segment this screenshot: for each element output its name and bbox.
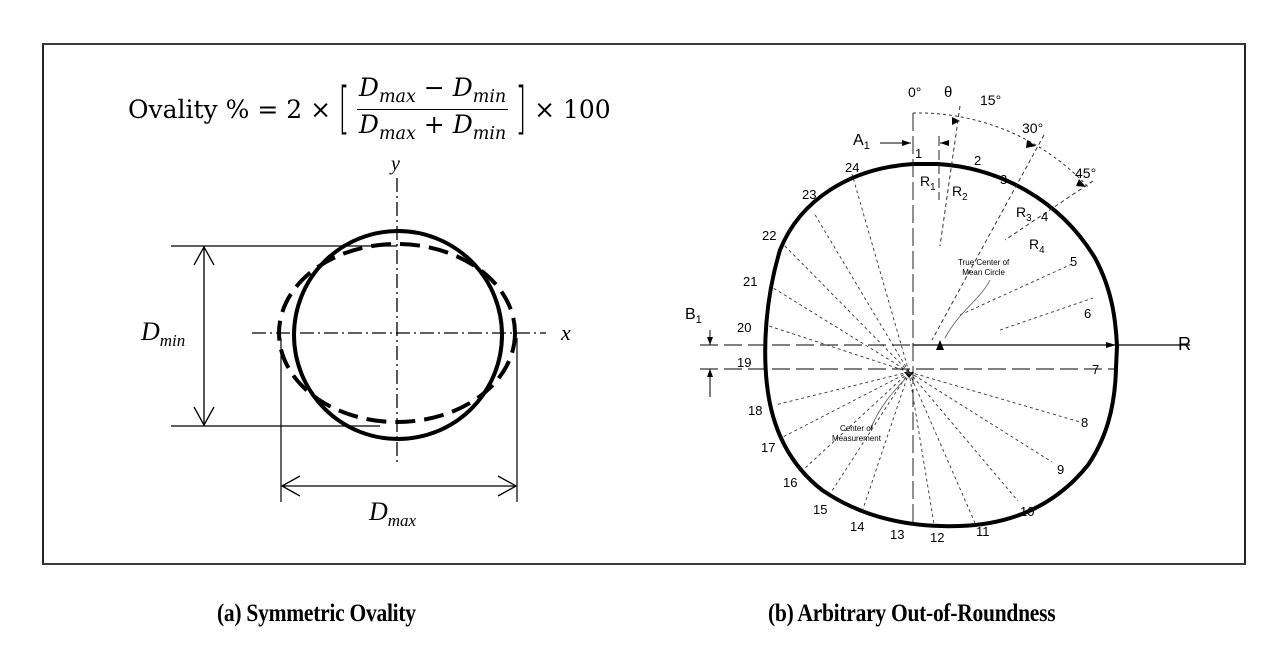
point-24: 24 (845, 160, 860, 175)
point-16: 16 (783, 475, 798, 490)
point-9: 9 (1057, 462, 1065, 477)
point-17: 17 (761, 440, 776, 455)
point-21: 21 (743, 274, 758, 289)
dmax-arrow-right-icon (497, 475, 518, 497)
arc-arrow-45-icon (1076, 179, 1086, 187)
point-19: 19 (737, 355, 752, 370)
solid-circle (292, 229, 504, 441)
radius-label-r3: R3 (1016, 204, 1032, 224)
angle-label-45: 45° (1075, 165, 1097, 181)
point-23: 23 (802, 187, 817, 202)
y-axis-label: y (391, 153, 400, 175)
a1-arrow-right-icon (940, 140, 949, 146)
left-bracket: [ (338, 76, 350, 141)
radius-label-r2: R2 (952, 183, 968, 203)
dmax-label: Dmax (369, 497, 417, 531)
caption-a: (a) Symmetric Ovality (217, 600, 416, 627)
formula-numerator: Dmax − Dmin (356, 75, 509, 110)
point-7: 7 (1092, 362, 1100, 377)
radius-label-r4: R4 (1029, 236, 1045, 256)
point-10: 10 (1020, 504, 1035, 519)
point-22: 22 (762, 228, 777, 243)
point-18: 18 (748, 403, 763, 418)
arc-arrow-30-icon (1026, 140, 1036, 148)
radius-label-r1: R1 (920, 173, 936, 193)
formula-lhs: Ovality % = 2 × (128, 94, 332, 124)
arc-arrow-15-icon (952, 117, 960, 125)
caption-b: (b) Arbitrary Out-of-Roundness (768, 600, 1056, 627)
angle-label-theta: θ (944, 84, 953, 101)
b1-arrow-up-icon (707, 369, 713, 377)
angle-label-15: 15° (980, 92, 1002, 108)
a1-arrow-icon (902, 140, 911, 146)
dashed-ellipse (277, 242, 517, 424)
point-3: 3 (1000, 172, 1008, 187)
point-5: 5 (1070, 254, 1078, 269)
center-measure-leader (869, 377, 907, 431)
figure-frame (42, 43, 1246, 565)
dmin-label: Dmin (141, 317, 186, 351)
x-axis-label: x (561, 320, 571, 345)
dmin-arrow-up-icon (193, 245, 215, 266)
right-bracket: ] (515, 76, 527, 141)
true-center-note: True Center of Mean Circle (958, 258, 1010, 277)
point-1: 1 (915, 146, 923, 161)
dmin-arrow-down-icon (193, 406, 215, 427)
point-14: 14 (850, 519, 865, 534)
center-measurement-note: Center of Measurement (832, 424, 881, 443)
a1-label: A1 (853, 132, 870, 153)
r-arrow-icon (1106, 342, 1116, 348)
point-11: 11 (976, 524, 990, 539)
b1-label: B1 (685, 306, 702, 327)
true-center-arrow-icon (936, 340, 944, 350)
true-center-leader (944, 279, 991, 339)
dmax-arrow-left-icon (280, 475, 301, 497)
angle-label-30: 30° (1022, 120, 1044, 136)
tick-30 (931, 134, 1045, 341)
point-4: 4 (1041, 209, 1049, 224)
point-13: 13 (890, 527, 905, 542)
point-12: 12 (930, 530, 945, 545)
point-6: 6 (1084, 306, 1092, 321)
r-axis-label: R (1178, 334, 1191, 354)
point-8: 8 (1081, 415, 1089, 430)
formula-rhs: × 100 (534, 94, 611, 124)
tick-45 (1004, 180, 1094, 241)
out-of-round-outline (763, 162, 1120, 529)
tick-15 (939, 105, 961, 247)
formula-denominator: Dmax + Dmin (358, 109, 507, 144)
point-20: 20 (737, 320, 752, 335)
point-2: 2 (974, 153, 982, 168)
angle-label-0: 0° (908, 84, 922, 100)
radial-lines (765, 173, 1094, 525)
formula-fraction: Dmax − Dmin Dmax + Dmin (356, 75, 509, 144)
b1-arrow-down-icon (707, 337, 713, 345)
angle-arc (912, 112, 1090, 189)
ovality-formula: Ovality % = 2 × [ Dmax − Dmin Dmax + Dmi… (128, 74, 611, 144)
point-15: 15 (813, 502, 828, 517)
